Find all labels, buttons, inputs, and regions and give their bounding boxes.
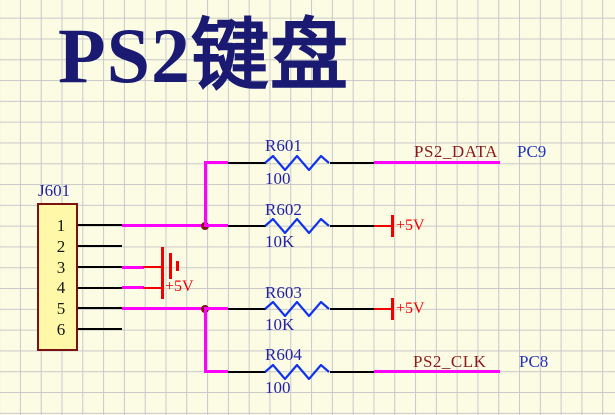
pin1-wire[interactable] <box>122 224 204 227</box>
r603-5v-bar-icon[interactable] <box>391 298 394 320</box>
r604-left-lead[interactable] <box>228 371 266 373</box>
pin6-stub[interactable] <box>78 328 122 330</box>
r602-5v-lead[interactable] <box>374 225 392 227</box>
pin-number-3: 3 <box>56 258 66 277</box>
resistor-r604-body[interactable] <box>264 364 330 380</box>
resistor-r603-body[interactable] <box>264 301 330 317</box>
r602-right-lead[interactable] <box>330 225 374 227</box>
ground-bar3-icon <box>176 261 179 271</box>
ground-bar2-icon <box>169 253 172 279</box>
r601-right-lead[interactable] <box>330 162 374 164</box>
r602-5v-label[interactable]: +5V <box>396 217 425 234</box>
ps2-clk-wire[interactable] <box>374 370 500 373</box>
pin-number-1: 1 <box>56 216 66 235</box>
port-label-pc9[interactable]: PC9 <box>517 142 547 161</box>
pin3-stub[interactable] <box>78 266 122 268</box>
sheet-title[interactable]: PS2键盘 <box>58 12 350 99</box>
pin5-wire[interactable] <box>122 307 204 310</box>
r602-left-lead[interactable] <box>228 225 266 227</box>
r603-left-lead[interactable] <box>228 308 266 310</box>
pin-number-5: 5 <box>56 299 66 318</box>
r602-value[interactable]: 10K <box>265 232 295 251</box>
r603-5v-lead[interactable] <box>374 308 392 310</box>
r603-refdes[interactable]: R603 <box>265 283 302 302</box>
pin3-wire[interactable] <box>122 266 144 269</box>
pin-number-2: 2 <box>56 237 66 256</box>
r603-5v-label[interactable]: +5V <box>396 300 425 317</box>
pin4-stub[interactable] <box>78 287 122 289</box>
port-label-pc8[interactable]: PC8 <box>519 352 549 371</box>
pin5-stub[interactable] <box>78 307 122 309</box>
ground-bar1-and-5v-bar-icon[interactable] <box>161 247 164 299</box>
clk-net-vertical-wire[interactable] <box>204 307 207 373</box>
r602-5v-bar-icon[interactable] <box>391 215 394 237</box>
pin4-5v-lead[interactable] <box>143 287 163 289</box>
r604-refdes[interactable]: R604 <box>265 345 302 364</box>
pin-number-6: 6 <box>56 320 66 339</box>
ground-lead[interactable] <box>143 266 163 268</box>
r602-refdes[interactable]: R602 <box>265 200 302 219</box>
r604-right-lead[interactable] <box>330 371 374 373</box>
pin2-stub[interactable] <box>78 245 122 247</box>
resistor-r602-body[interactable] <box>264 218 330 234</box>
resistor-r601-body[interactable] <box>264 155 330 171</box>
pin4-wire[interactable] <box>122 286 144 289</box>
r603-left-magenta[interactable] <box>204 307 228 310</box>
net-label-ps2-data[interactable]: PS2_DATA <box>414 142 498 161</box>
r601-refdes[interactable]: R601 <box>265 136 302 155</box>
net-label-ps2-clk[interactable]: PS2_CLK <box>413 352 487 371</box>
r601-value[interactable]: 100 <box>265 169 291 188</box>
pin1-stub[interactable] <box>78 224 122 226</box>
data-net-vertical-wire[interactable] <box>204 161 207 227</box>
r601-left-lead[interactable] <box>228 162 266 164</box>
r604-left-magenta[interactable] <box>204 370 228 373</box>
connector-refdes[interactable]: J601 <box>38 181 71 200</box>
r603-value[interactable]: 10K <box>265 315 295 334</box>
connector-body[interactable] <box>37 203 78 351</box>
pin-number-4: 4 <box>56 278 66 297</box>
r602-left-magenta[interactable] <box>204 224 228 227</box>
r601-left-magenta[interactable] <box>204 161 228 164</box>
pin4-5v-label[interactable]: +5V <box>165 278 194 295</box>
ps2-data-wire[interactable] <box>374 161 500 164</box>
r603-right-lead[interactable] <box>330 308 374 310</box>
r604-value[interactable]: 100 <box>265 378 291 397</box>
